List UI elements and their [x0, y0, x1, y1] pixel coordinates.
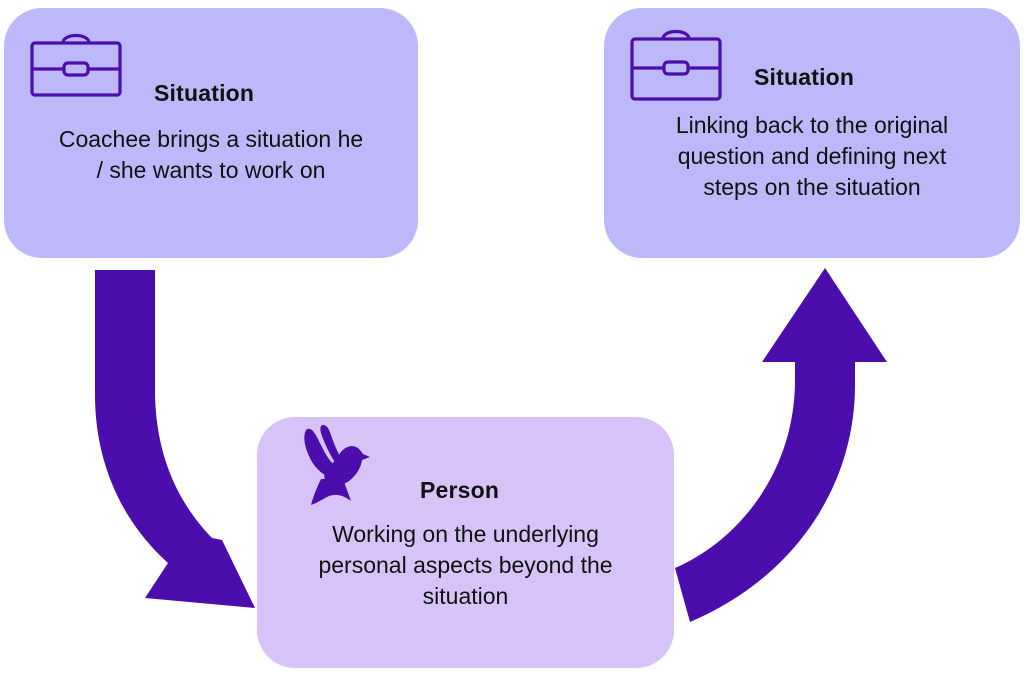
arrow-up-to-situation: [675, 268, 887, 622]
description-line: situation: [422, 583, 509, 609]
step-description: Coachee brings a situation he / she want…: [4, 124, 418, 186]
dove-icon: [304, 425, 370, 505]
description-line: Coachee brings a situation he: [58, 126, 364, 152]
step-situation-end: Situation Linking back to the original q…: [604, 8, 1020, 258]
description-line: personal aspects beyond the: [318, 552, 613, 578]
description-line: steps on the situation: [703, 174, 921, 200]
step-situation-start: Situation Coachee brings a situation he …: [4, 8, 418, 258]
briefcase-icon: [30, 33, 122, 97]
description-line: Linking back to the original: [675, 112, 949, 138]
description-line: question and defining next: [677, 143, 947, 169]
step-title: Situation: [154, 80, 255, 106]
step-title: Situation: [754, 64, 855, 90]
step-description: Working on the underlying personal aspec…: [257, 519, 674, 612]
step-title: Person: [420, 477, 500, 503]
briefcase-icon: [630, 29, 722, 101]
step-description: Linking back to the original question an…: [604, 110, 1020, 203]
step-person: Person Working on the underlying persona…: [257, 417, 674, 668]
description-line: / she wants to work on: [96, 157, 326, 183]
arrow-down-to-person: [95, 270, 255, 608]
description-line: Working on the underlying: [332, 521, 599, 547]
